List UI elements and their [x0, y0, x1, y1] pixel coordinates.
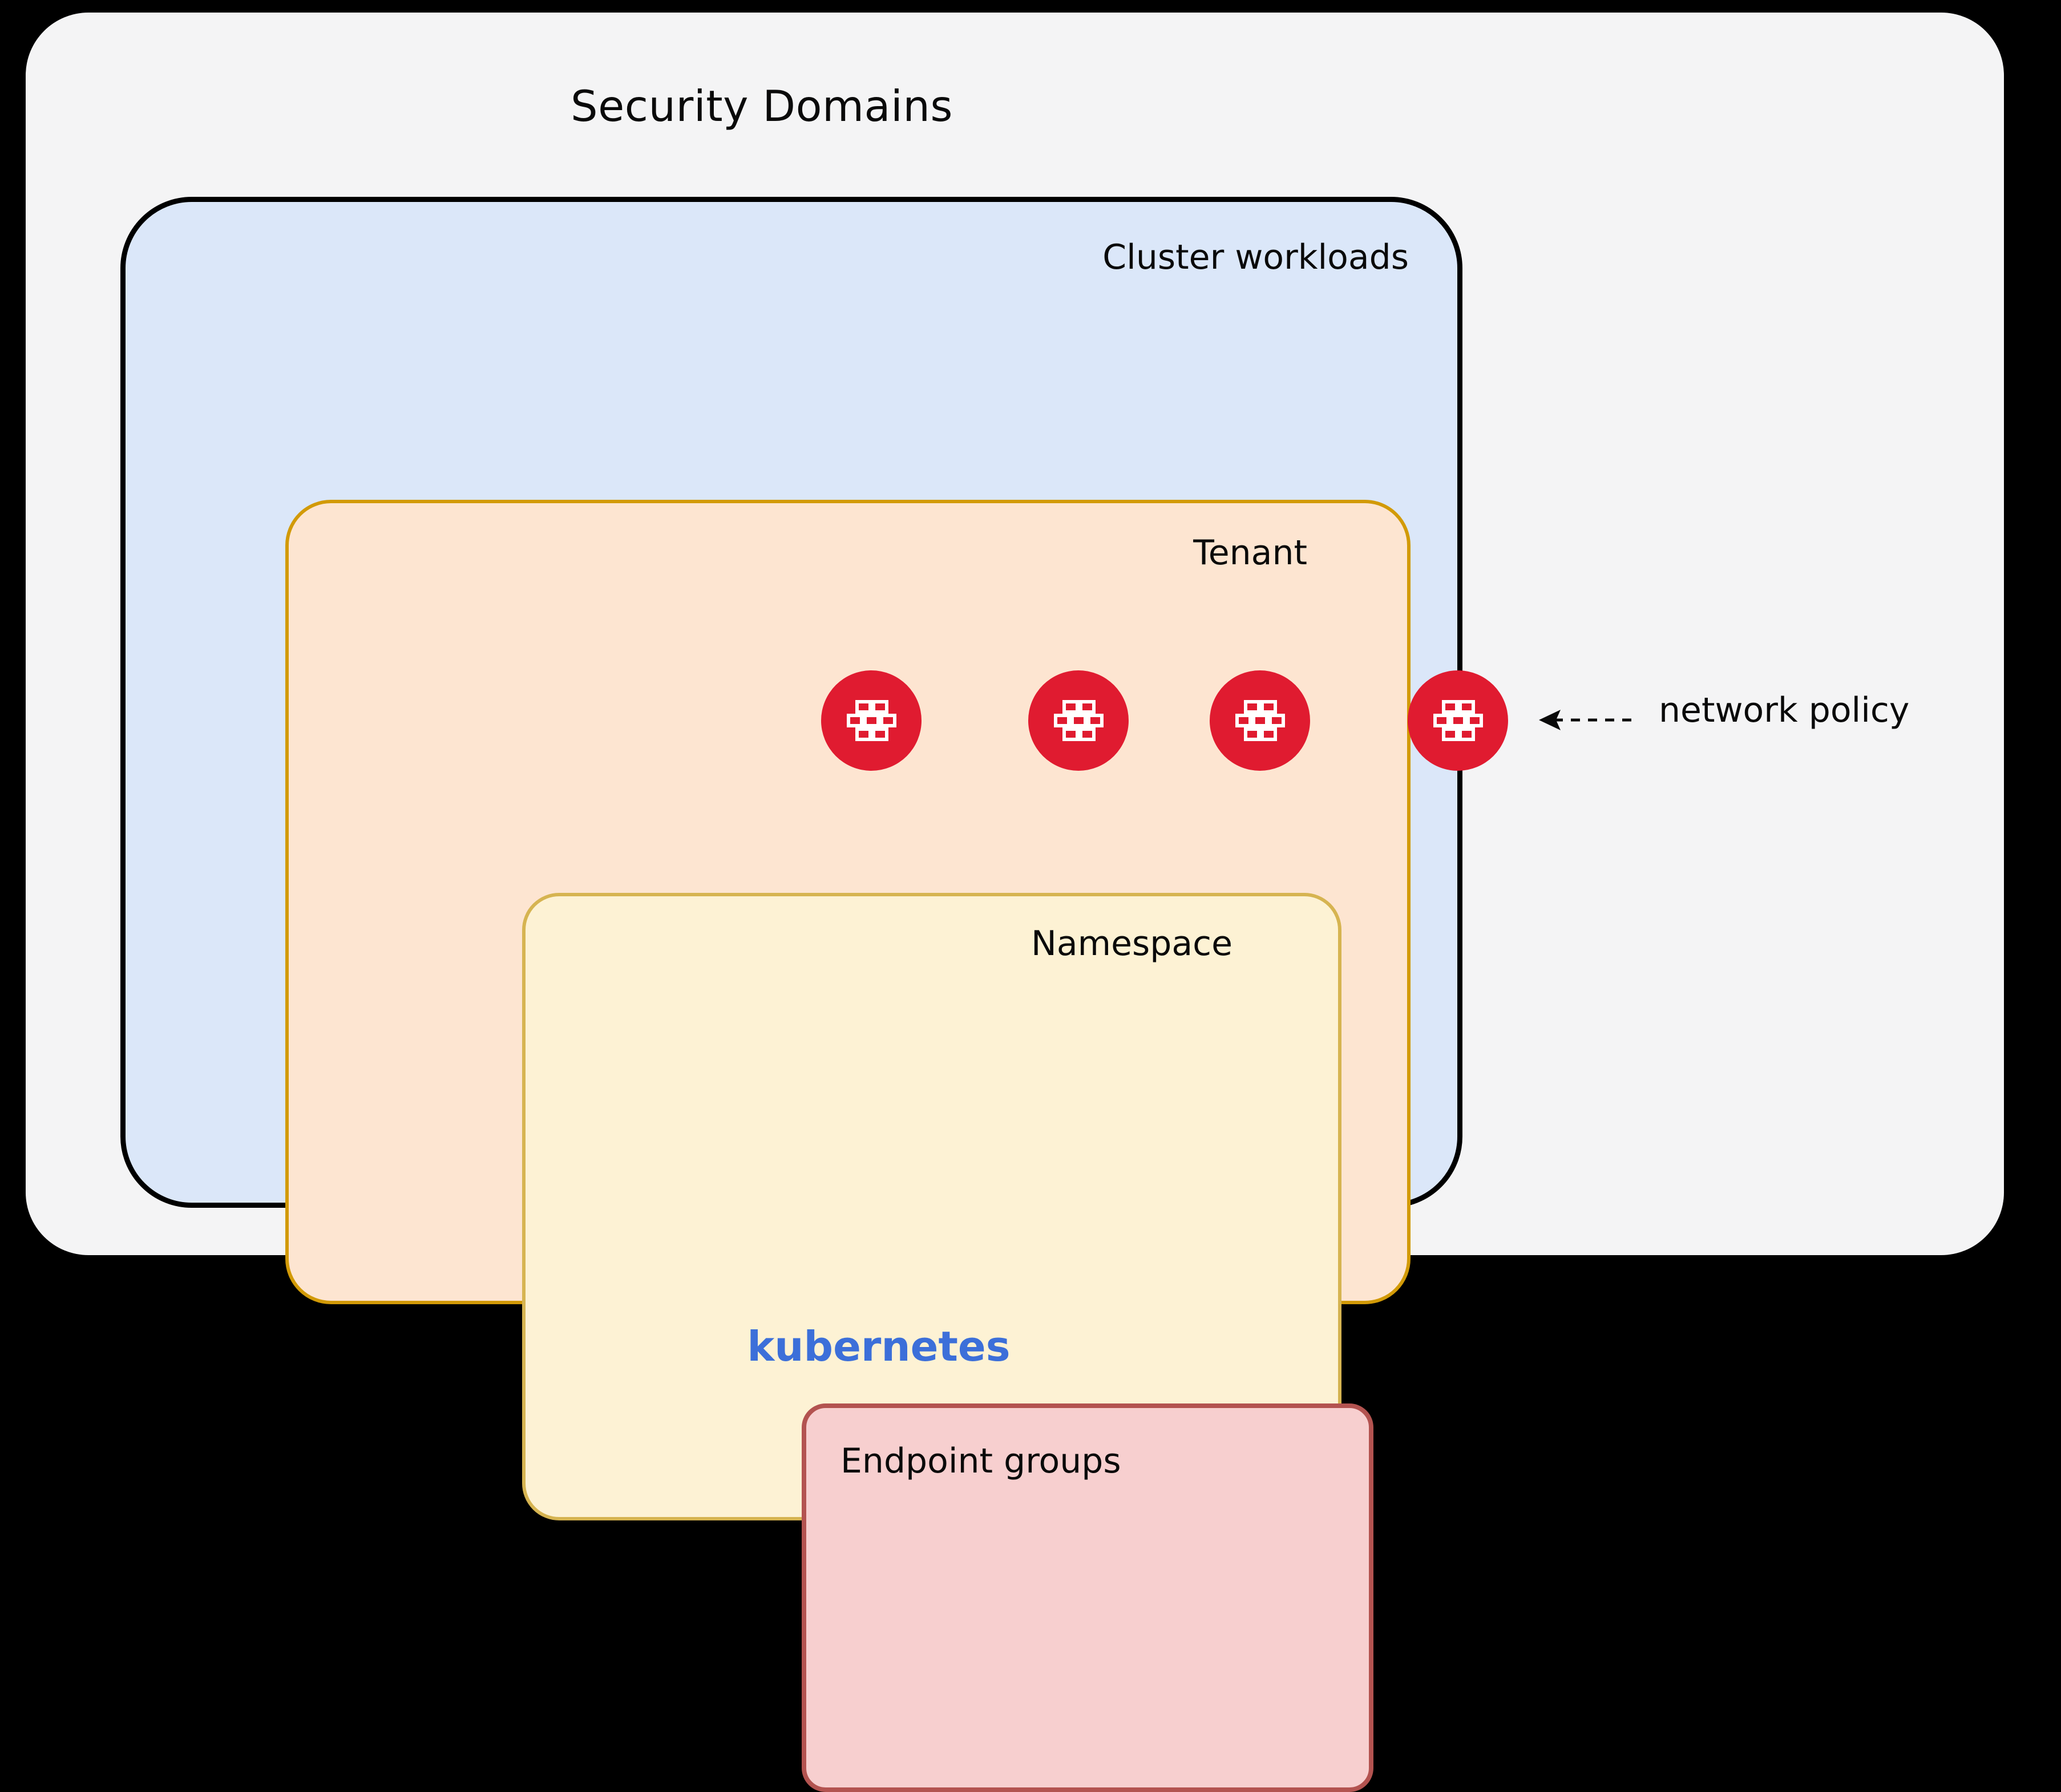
firewall-icon [1408, 670, 1508, 771]
brick-wall-glyph [1235, 700, 1285, 741]
box-label-tenant: Tenant [1193, 533, 1307, 573]
brick-wall-glyph [1433, 700, 1483, 741]
box-tenant: Tenant Namespace Endpoint groups [285, 500, 1411, 1792]
firewall-icon [821, 670, 922, 771]
box-label-endpoint-groups: Endpoint groups [840, 1441, 1121, 1481]
kubernetes-wordmark: kubernetes [747, 1322, 1011, 1370]
brick-wall-glyph [847, 700, 896, 741]
diagram-canvas: Security Domains Cluster workloads Tenan… [26, 13, 2004, 1792]
firewall-icon [1210, 670, 1310, 771]
page-title: Security Domains [571, 81, 953, 131]
dashed-left-arrow-icon [1539, 710, 1635, 730]
brick-wall-glyph [1054, 700, 1104, 741]
box-label-cluster-workloads: Cluster workloads [1102, 237, 1409, 277]
network-policy-label: network policy [1659, 690, 1910, 730]
box-endpoint-groups: Endpoint groups [802, 1403, 1373, 1792]
box-label-namespace: Namespace [1030, 924, 1232, 964]
network-policy-annotation: network policy [1538, 690, 2040, 753]
diagram-card: Security Domains Cluster workloads Tenan… [26, 13, 2004, 1792]
firewall-icon [1028, 670, 1129, 771]
box-namespace: Namespace Endpoint groups [522, 893, 1373, 1792]
